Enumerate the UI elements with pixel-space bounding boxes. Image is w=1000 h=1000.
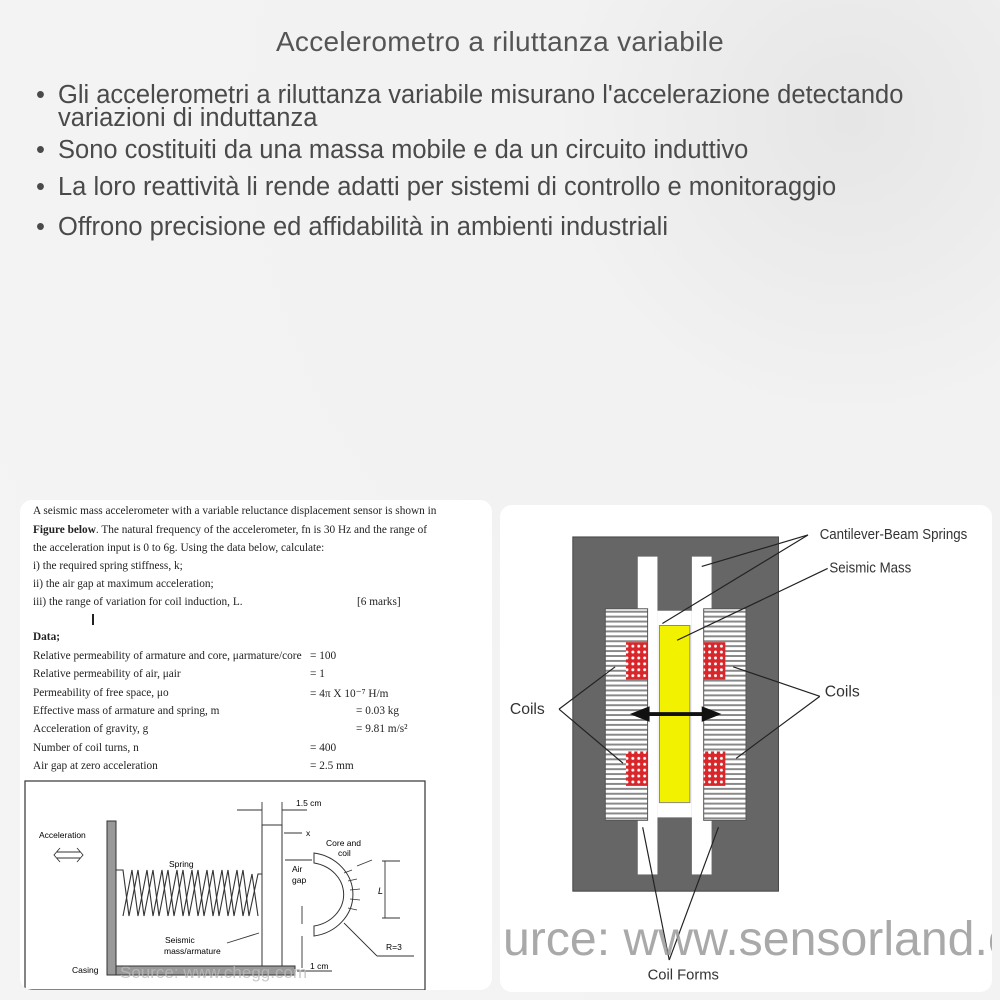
label-acceleration: Acceleration [39, 830, 86, 840]
bullet-item: • Offrono precisione ed affidabilità in a… [36, 213, 986, 242]
data-value: = 2.5 mm [310, 759, 354, 772]
problem-image: A seismic mass accelerometer with a vari… [20, 500, 492, 990]
data-value: = 400 [310, 741, 337, 754]
bullet-text: Gli accelerometri a riluttanza variabile… [58, 81, 904, 132]
problem-item: i) the required spring stiffness, k; [33, 560, 183, 572]
label-R: R=3 [386, 942, 402, 952]
bullet-text: Offrono precisione ed affidabilità in am… [58, 213, 668, 241]
bullet-icon: • [36, 136, 45, 164]
bullet-icon: • [36, 173, 45, 201]
label-cantilever-springs: Cantilever-Beam Springs [820, 525, 968, 542]
data-value: = 1 [310, 668, 325, 681]
marks: [6 marks] [357, 596, 401, 608]
problem-item: ii) the air gap at maximum acceleration; [33, 578, 214, 590]
data-label: Effective mass of armature and spring, m [33, 704, 220, 717]
text-cursor [92, 614, 94, 625]
watermark: urce: www.sensorland.co [503, 912, 992, 966]
bullet-text: La loro reattività li rende adatti per s… [58, 173, 837, 201]
variable-reluctance-diagram: Cantilever-Beam Springs Seismic Mass Coi… [503, 525, 992, 984]
label-L: L [378, 886, 383, 896]
bullet-item: • Gli accelerometri a riluttanza variabil… [36, 81, 986, 132]
page-title: Accelerometro a riluttanza variabile [275, 26, 725, 57]
bullet-icon: • [36, 81, 45, 109]
label-seismic: Seismic [165, 935, 196, 945]
label-coil: coil [338, 848, 351, 858]
label-width: 1.5 cm [296, 798, 322, 808]
coil [625, 642, 648, 680]
data-value: = 9.81 m/s² [356, 723, 408, 736]
data-label: Number of coil turns, n [33, 741, 139, 754]
label-seismic-mass: Seismic Mass [829, 559, 911, 576]
label-coil-forms: Coil Forms [648, 968, 719, 984]
label-core: Core and [326, 838, 361, 848]
data-label: Acceleration of gravity, g [33, 723, 149, 736]
label-1cm: 1 cm [310, 961, 328, 971]
double-arrow-icon [629, 706, 722, 722]
coil [703, 751, 726, 786]
bullet-item: • La loro reattività li rende adatti per … [36, 171, 986, 203]
data-label: Permeability of free space, μo [33, 686, 169, 699]
problem-item: iii) the range of variation for coil ind… [33, 596, 243, 608]
label-gap: gap [292, 875, 306, 885]
coil [625, 751, 648, 786]
problem-text: the acceleration input is 0 to 6g. Using… [33, 542, 325, 554]
data-label: Relative permeability of armature and co… [33, 650, 302, 662]
bullet-item: • Sono costituiti da una massa mobile e d… [36, 136, 986, 165]
data-value: = 100 [310, 650, 337, 662]
data-heading: Data; [33, 631, 60, 643]
label-spring: Spring [169, 859, 194, 869]
data-value: = 0.03 kg [356, 704, 400, 717]
problem-text: Figure below. The natural frequency of t… [33, 524, 427, 536]
label-mass-armature: mass/armature [164, 946, 221, 956]
label-casing: Casing [72, 965, 99, 975]
bullet-text: Sono costituiti da una massa mobile e da… [58, 136, 749, 164]
spring-mass-diagram: Acceleration Spring Casing Seismic mass/… [24, 780, 426, 990]
data-value: = 4π X 10⁻⁷ H/m [310, 687, 389, 700]
problem-text: A seismic mass accelerometer with a vari… [33, 505, 437, 517]
coil [703, 642, 726, 680]
label-air: Air [292, 864, 303, 874]
sensor-diagram-image: Cantilever-Beam Springs Seismic Mass Coi… [500, 505, 992, 992]
watermark: Source: www.chegg.com [120, 963, 307, 982]
bullet-icon: • [36, 213, 45, 241]
bullet-list: • Gli accelerometri a riluttanza variabil… [36, 81, 986, 248]
data-label: Air gap at zero acceleration [33, 759, 158, 772]
bold-text: Figure below [33, 524, 96, 536]
text: . The natural frequency of the accelerom… [95, 524, 428, 536]
label-coils-right: Coils [825, 683, 860, 700]
data-label: Relative permeability of air, μair [33, 668, 181, 681]
label-coils-left: Coils [510, 701, 545, 718]
label-x: x [306, 828, 311, 838]
